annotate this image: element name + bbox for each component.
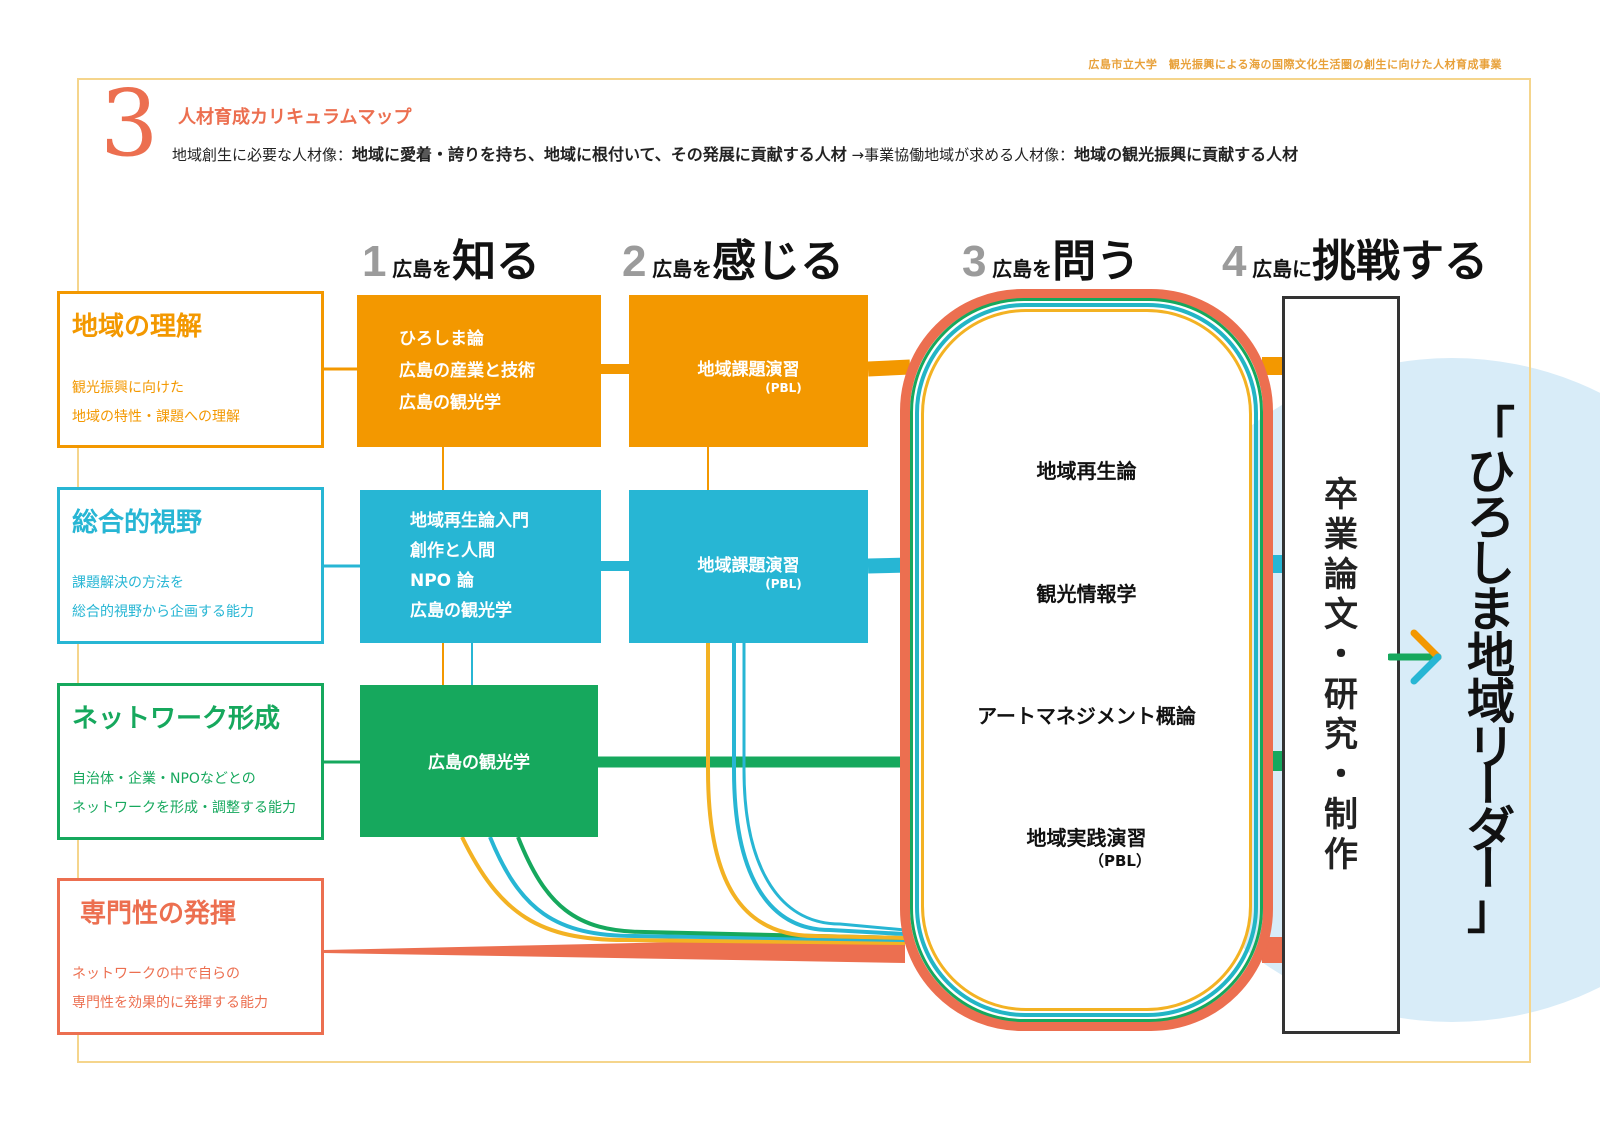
course-item: 創作と人間 — [410, 541, 495, 561]
stage-heading-4: 4 広島に挑戦する — [1222, 225, 1488, 289]
stage-number: 2 — [622, 237, 647, 286]
course-note: (PBL) — [765, 381, 802, 395]
section-number: 3 — [100, 70, 159, 177]
persona-arrow: →事業協働地域が求める人材像： — [851, 146, 1075, 164]
stage-place: 広島を — [992, 257, 1053, 281]
goal-char: し — [1466, 536, 1515, 592]
goal-char: 域 — [1466, 674, 1515, 730]
category-expertise: 専門性の発揮 ネットワークの中で自らの 専門性を効果的に発揮する能力 — [57, 878, 324, 1035]
stage1-perspective-box: 地域再生論入門 創作と人間 NPO 論 広島の観光学 — [360, 490, 601, 643]
persona-statement: 地域創生に必要な人材像：地域に愛着・誇りを持ち、地域に根付いて、その発展に貢献す… — [172, 141, 1298, 165]
grad-char: 作 — [1324, 835, 1358, 875]
stage-verb: 挑戦する — [1312, 236, 1489, 287]
category-desc-2: 地域の特性・課題への理解 — [72, 409, 240, 425]
stage-place: 広島を — [652, 257, 713, 281]
stage3-track-green — [910, 298, 1263, 1022]
course-item: NPO 論 — [410, 571, 475, 591]
stage-verb: 感じる — [712, 236, 845, 287]
stage-heading-1: 1 広島を知る — [362, 225, 540, 289]
stage-verb: 知る — [452, 236, 541, 287]
map-title: 人材育成カリキュラムマップ — [178, 107, 412, 128]
course-list: ひろしま論 広島の産業と技術 広島の観光学 — [399, 323, 535, 419]
stage3-course-4: 地域実践演習 — [1026, 826, 1147, 850]
grad-char: 業 — [1324, 515, 1358, 555]
stage3-track-cyan — [915, 303, 1258, 1017]
stage1-understanding-box: ひろしま論 広島の産業と技術 広島の観光学 — [357, 295, 601, 447]
course-note: (PBL) — [765, 577, 802, 591]
category-title: 地域の理解 — [72, 312, 203, 342]
course-item: 広島の観光学 — [428, 753, 530, 773]
persona-main: 地域に愛着・誇りを持ち、地域に根付いて、その発展に貢献する人材 — [352, 145, 847, 164]
course-item: 地域課題演習 — [697, 360, 800, 380]
course-item: 地域課題演習 — [697, 556, 800, 576]
stage3-track-inner — [921, 309, 1252, 1011]
grad-char: 究 — [1324, 715, 1358, 755]
category-title: ネットワーク形成 — [72, 704, 281, 734]
category-desc-2: 総合的視野から企画する能力 — [72, 604, 254, 620]
category-desc-1: 自治体・企業・NPOなどとの — [72, 771, 256, 787]
category-perspective: 総合的視野 課題解決の方法を 総合的視野から企画する能力 — [57, 487, 324, 644]
curve-s2-cyan — [732, 643, 906, 936]
goal-char: 「 — [1466, 402, 1515, 458]
grad-char: 文 — [1324, 595, 1358, 635]
course-item: 広島の産業と技術 — [399, 361, 535, 381]
category-network: ネットワーク形成 自治体・企業・NPOなどとの ネットワークを形成・調整する能力 — [57, 683, 324, 840]
link-expertise — [324, 937, 905, 963]
stage-heading-3: 3 広島を問う — [962, 225, 1140, 289]
grad-char: 卒 — [1324, 475, 1358, 515]
organization-label: 広島市立大学 観光振興による海の国際文化生活圏の創生に向けた人材育成事業 — [1088, 58, 1502, 71]
category-desc-2: 専門性を効果的に発揮する能力 — [72, 995, 268, 1011]
course-list: 地域再生論入門 創作と人間 NPO 論 広島の観光学 — [410, 506, 529, 626]
stage-number: 3 — [962, 237, 987, 286]
stage-place: 広島を — [392, 257, 453, 281]
stage3-course-4-note: （PBL） — [1089, 852, 1151, 870]
goal-char: ま — [1466, 582, 1515, 638]
link-s2-s3-orange — [867, 359, 911, 377]
grad-char: ・ — [1324, 635, 1358, 675]
course-item: 地域再生論入門 — [410, 511, 529, 531]
stage2-perspective-box: 地域課題演習 (PBL) — [629, 490, 868, 643]
stage3-course-2: 観光情報学 — [1036, 582, 1137, 606]
stage4-graduation-box: 卒 業 論 文 ・ 研 究 ・ 制 作 — [1282, 296, 1400, 1034]
goal-char: 」 — [1466, 884, 1515, 940]
goal-char: リ — [1466, 720, 1515, 776]
stage3-course-1: 地域再生論 — [1036, 459, 1137, 483]
goal-char: ひ — [1466, 444, 1515, 500]
persona-prefix: 地域創生に必要な人材像： — [172, 146, 353, 164]
stage2-understanding-box: 地域課題演習 (PBL) — [629, 295, 868, 447]
arrow-right-icon — [1388, 629, 1442, 685]
stage3-course-3: アートマネジメント概論 — [977, 704, 1196, 728]
category-desc-1: ネットワークの中で自らの — [72, 966, 240, 982]
goal-char: ダ — [1466, 802, 1515, 858]
course-item: 広島の観光学 — [399, 393, 501, 413]
stage-number: 1 — [362, 237, 387, 286]
stage3-track-outer — [900, 289, 1273, 1031]
grad-char: 研 — [1324, 675, 1358, 715]
category-title: 専門性の発揮 — [80, 899, 237, 929]
goal-char: ろ — [1466, 490, 1515, 546]
stage-place: 広島に — [1252, 257, 1313, 281]
category-title: 総合的視野 — [72, 508, 203, 538]
course-item: 広島の観光学 — [410, 601, 512, 621]
goal-char: 地 — [1466, 628, 1515, 684]
category-desc-1: 課題解決の方法を — [72, 575, 184, 591]
stage-number: 4 — [1222, 237, 1247, 286]
curve-s1-yellow — [460, 836, 906, 945]
grad-char: 制 — [1324, 795, 1358, 835]
curve-s1-cyan — [488, 836, 906, 942]
curve-s2-cyan2 — [742, 643, 906, 932]
category-desc-1: 観光振興に向けた — [72, 380, 184, 396]
category-understanding: 地域の理解 観光振興に向けた 地域の特性・課題への理解 — [57, 291, 324, 448]
grad-char: ・ — [1324, 755, 1358, 795]
persona-regional: 地域の観光振興に貢献する人材 — [1074, 145, 1299, 164]
stage-verb: 問う — [1052, 236, 1141, 287]
curve-s2-yellow — [706, 643, 906, 940]
category-desc-2: ネットワークを形成・調整する能力 — [72, 800, 296, 816]
grad-char: 論 — [1324, 555, 1358, 595]
stage-heading-2: 2 広島を感じる — [622, 225, 844, 289]
curve-s1-green — [516, 836, 906, 940]
course-item: ひろしま論 — [399, 329, 484, 349]
stage1-network-box: 広島の観光学 — [360, 685, 598, 837]
